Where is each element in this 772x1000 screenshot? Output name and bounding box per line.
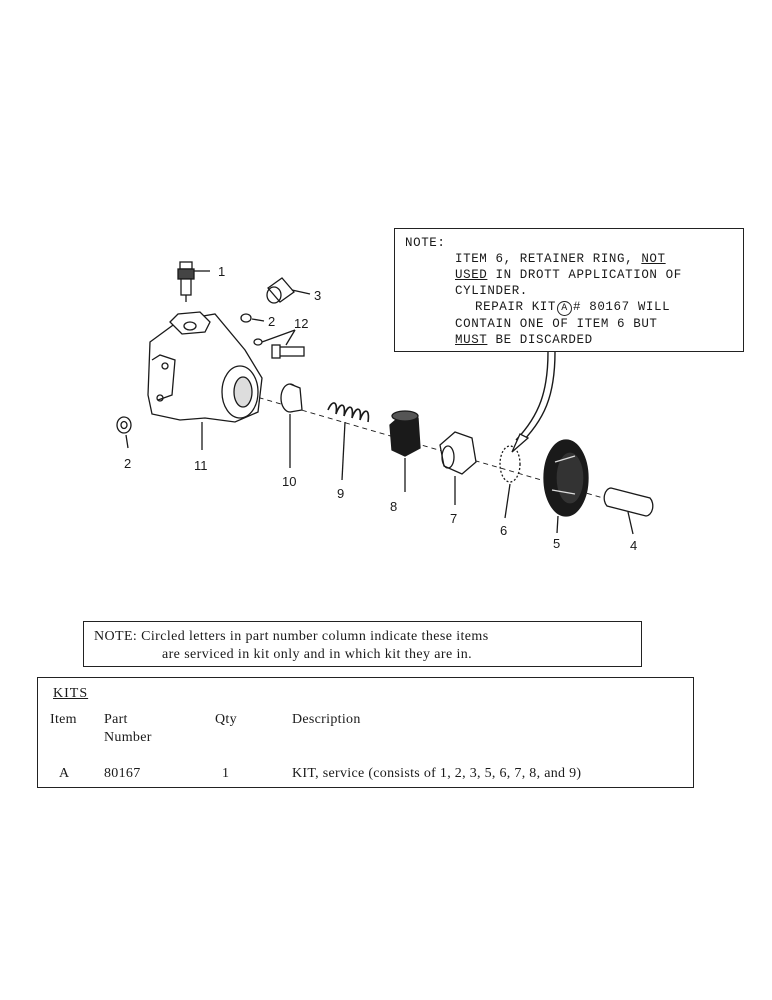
leader-2a	[251, 318, 265, 322]
part-12-bolt	[253, 338, 305, 359]
leader-5	[556, 515, 559, 534]
row-item: A	[59, 766, 70, 781]
part-8-seal-cup	[389, 410, 421, 457]
note-text: ITEM 6, RETAINER RING,	[455, 252, 642, 266]
callout-1: 1	[218, 264, 225, 279]
leader-3	[291, 289, 311, 295]
callout-12: 12	[294, 316, 308, 331]
part-5-piston	[543, 439, 589, 517]
callout-2-lower: 2	[124, 456, 131, 471]
callout-6: 6	[500, 523, 507, 538]
callout-9: 9	[337, 486, 344, 501]
diagram-note-box: NOTE: ITEM 6, RETAINER RING, NOT USED IN…	[394, 228, 744, 352]
callout-2-upper: 2	[268, 314, 275, 329]
callout-8: 8	[390, 499, 397, 514]
part-4-o-ring	[603, 487, 654, 517]
callout-11: 11	[194, 458, 208, 473]
kits-table: KITS Item Part Number Qty Description A …	[37, 677, 694, 788]
kits-title: KITS	[53, 686, 89, 701]
callout-3: 3	[314, 288, 321, 303]
note-text: REPAIR KIT	[475, 300, 557, 314]
kit-note-box: NOTE: Circled letters in part number col…	[83, 621, 642, 667]
note-text: IN DROTT APPLICATION OF	[487, 268, 682, 282]
note-text: # 80167 WILL	[573, 300, 671, 314]
row-description: KIT, service (consists of 1, 2, 3, 5, 6,…	[292, 766, 582, 781]
callout-7: 7	[450, 511, 457, 526]
note-line-6: MUST BE DISCARDED	[405, 332, 733, 348]
circled-letter: A	[557, 301, 573, 316]
leader-6	[504, 483, 511, 519]
part-9-spring	[327, 402, 370, 423]
callout-4: 4	[630, 538, 637, 553]
note-heading: NOTE:	[405, 236, 446, 250]
note-underline-text: NOT	[641, 252, 666, 266]
header-part: Part	[104, 712, 128, 727]
note-underline-text: MUST	[455, 333, 488, 347]
part-1-grease-fitting	[177, 261, 195, 302]
part-7-sleeve	[439, 431, 477, 475]
leader-12a	[261, 329, 296, 343]
part-2-washer-upper	[240, 313, 252, 323]
leader-4	[627, 511, 634, 535]
header-description: Description	[292, 712, 361, 727]
callout-5: 5	[553, 536, 560, 551]
kit-note-line-1: NOTE: Circled letters in part number col…	[94, 629, 489, 644]
header-qty: Qty	[215, 712, 237, 727]
note-text: BE DISCARDED	[487, 333, 593, 347]
note-arrow-head	[511, 433, 530, 453]
kit-note-line-2: are serviced in kit only and in which ki…	[162, 647, 473, 662]
callout-10: 10	[282, 474, 296, 489]
header-item: Item	[50, 712, 77, 727]
part-2-washer-lower	[116, 416, 132, 434]
note-line-5: CONTAIN ONE OF ITEM 6 BUT	[455, 317, 658, 331]
part-6-retainer-ring	[499, 445, 521, 483]
note-underline-text: USED	[455, 268, 488, 282]
row-part-number: 80167	[104, 766, 141, 781]
leader-2b	[125, 434, 129, 449]
header-number: Number	[104, 730, 152, 745]
note-line-1: ITEM 6, RETAINER RING, NOT	[405, 251, 733, 267]
leader-9	[341, 421, 346, 481]
note-arrow-inner	[515, 351, 549, 441]
leader-12b	[285, 329, 296, 346]
part-11-cylinder-housing	[147, 311, 263, 423]
note-line-2: USED IN DROTT APPLICATION OF	[405, 267, 733, 283]
part-3-pin	[266, 277, 295, 304]
row-qty: 1	[222, 766, 230, 781]
note-line-3: CYLINDER.	[455, 284, 528, 298]
part-10-piston-disc	[280, 383, 303, 413]
